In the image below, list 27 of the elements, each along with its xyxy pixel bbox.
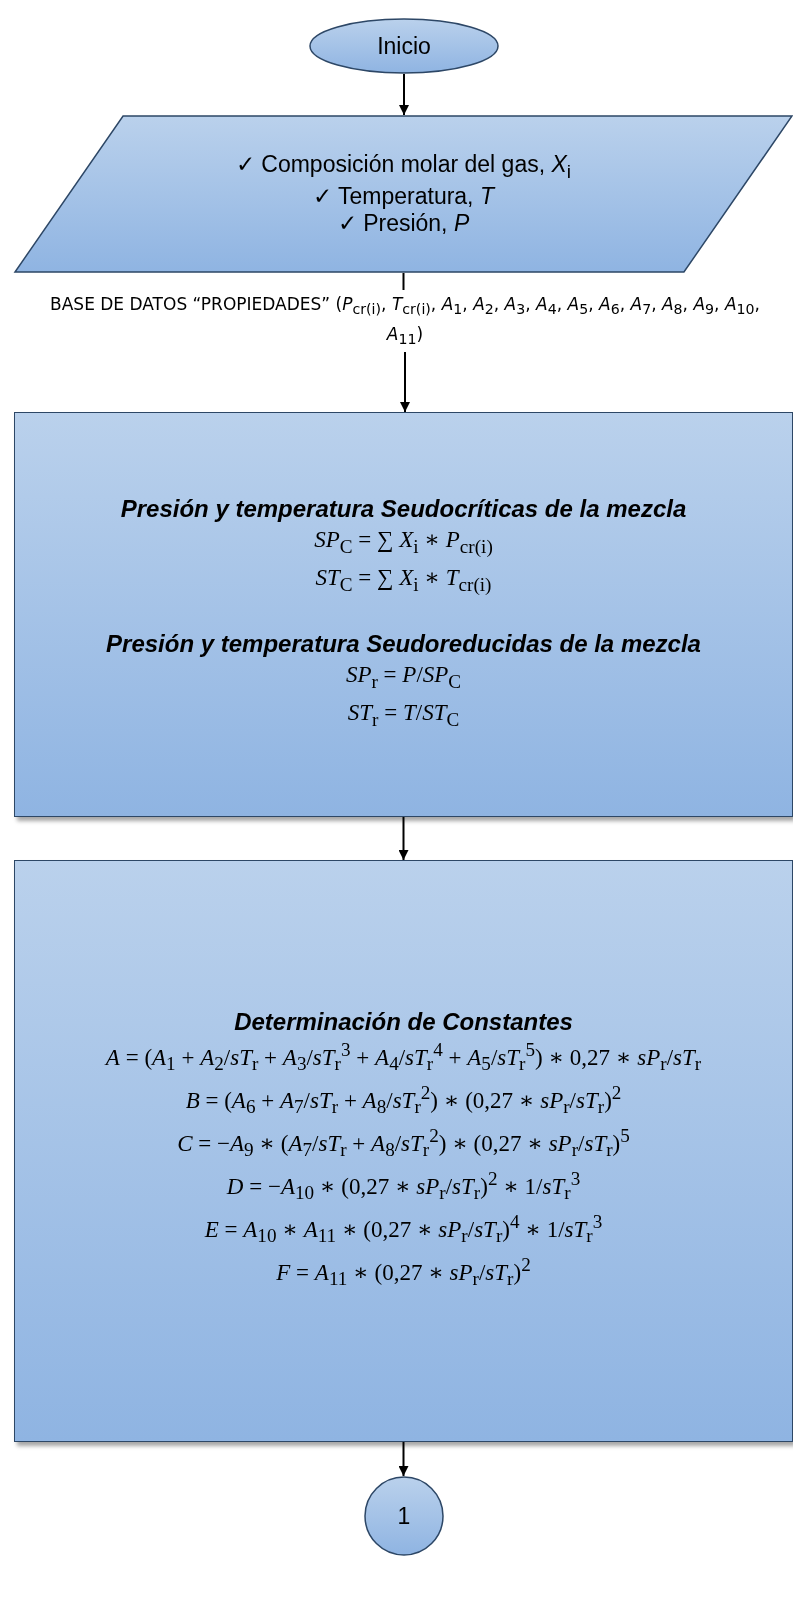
formula: C = −A$_{9}$ ∗ (A$_{7}$/sT$_{r}$ + A$_{8}$/sT$_{r}$$^{2}$) ∗ (0,27 ∗ sP$_{r}$/sT$_{r}$)$^{5}$ [177,1124,630,1163]
node-label: Inicio [377,32,431,60]
arrow [399,73,409,116]
formula: ST$_{r}$ = T/ST$_{C}$ [347,698,460,732]
arrow [400,351,410,413]
process-box [14,860,793,1442]
connector-circle [364,1476,444,1556]
node-label: ✓ Composición molar del gas, X$_{i}$ [235,151,572,183]
node-label: ✓ Temperatura, T [313,182,494,210]
section-heading: Determinación de Constantes [234,1008,573,1036]
formula: B = (A$_{6}$ + A$_{7}$/sT$_{r}$ + A$_{8}$/sT$_{r}$$^{2}$) ∗ (0,27 ∗ sP$_{r}$/sT$_{r}$)$^{2}$ [185,1081,622,1120]
input-parallelogram [14,115,793,273]
arrow [398,816,409,861]
arrow [398,1441,409,1477]
node-label: ✓ Presión, P [337,209,470,237]
process-box [14,412,793,817]
connector-line [402,272,405,291]
formula: A = (A$_{1}$ + A$_{2}$/sT$_{r}$ + A$_{3}$/sT$_{r}$$^{3}$ + A$_{4}$/sT$_{r}$$^{4}$ + A$_{5}$/sT$_{r}$$^{5}$) ∗ 0,27 ∗ sP$_{r}$/sT$_{r}$ [105,1038,702,1077]
terminal-oval [309,18,499,74]
formula: SP$_{C}$ = ∑ X$_{i}$ ∗ P$_{cr(i)}$ [314,525,493,559]
formula: SP$_{r}$ = P/SP$_{C}$ [345,660,462,694]
database-note: BASE DE DATOS “PROPIEDADES” (P$_{cr(i)}$, T$_{cr(i)}$, A$_{1}$, A$_{2}$, A$_{3}$, A$_{4}$, A$_{5}$, A$_{6}$, A$_{7}$, A$_{8}$, A$_{9}$, A$_{10}$, A$_{11}$) [49,292,761,350]
formula: F = A$_{11}$ ∗ (0,27 ∗ sP$_{r}$/sT$_{r}$)$^{2}$ [276,1253,531,1292]
section-heading: Presión y temperatura Seudocríticas de la mezcla [120,494,687,523]
section-heading: Presión y temperatura Seudoreducidas de la mezcla [106,629,701,658]
formula: ST$_{C}$ = ∑ X$_{i}$ ∗ T$_{cr(i)}$ [315,564,492,597]
node-label: 1 [397,1502,411,1530]
